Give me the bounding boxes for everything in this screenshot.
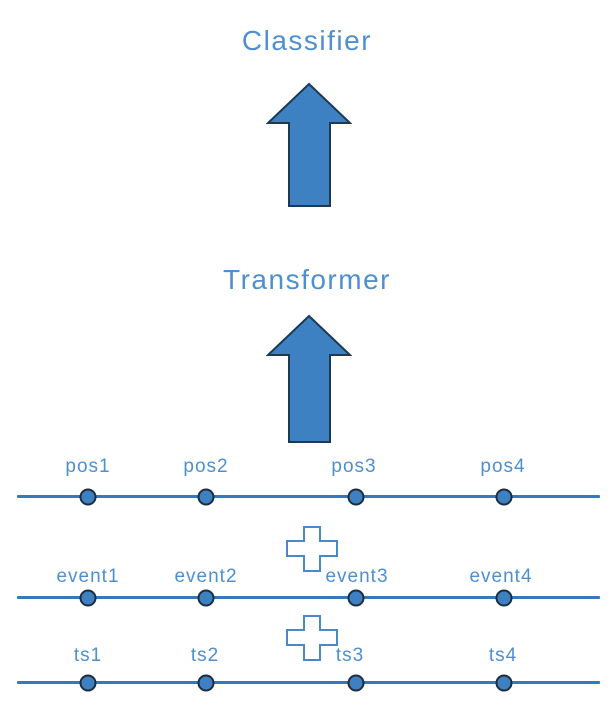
timeline-label-pos3: pos3 <box>331 456 377 477</box>
positions-dot-3 <box>347 488 365 506</box>
timeline-label-event2: event2 <box>174 566 238 587</box>
timeline-label-pos4: pos4 <box>480 456 526 477</box>
timeline-label-ts2: ts2 <box>190 645 220 666</box>
classifier-label: Classifier <box>241 25 373 56</box>
up-arrow-icon <box>266 314 352 443</box>
positions-dot-1 <box>79 488 97 506</box>
timeline-label-ts3: ts3 <box>335 645 365 666</box>
timestamps-dot-3 <box>347 674 365 692</box>
timeline-label-event1: event1 <box>56 566 120 587</box>
up-arrow-icon <box>266 82 352 207</box>
positions-timeline-line <box>17 495 600 498</box>
plus-icon <box>286 615 338 661</box>
positions-dot-4 <box>495 488 513 506</box>
timestamps-dot-1 <box>79 674 97 692</box>
timeline-label-pos2: pos2 <box>183 456 229 477</box>
timestamps-timeline-line <box>17 681 600 684</box>
timestamps-dot-4 <box>495 674 513 692</box>
timeline-label-ts4: ts4 <box>488 645 518 666</box>
events-dot-2 <box>197 589 215 607</box>
positions-dot-2 <box>197 488 215 506</box>
events-dot-3 <box>347 589 365 607</box>
transformer-label: Transformer <box>223 264 391 295</box>
timeline-label-event4: event4 <box>469 566 533 587</box>
timeline-label-pos1: pos1 <box>65 456 111 477</box>
timeline-label-event3: event3 <box>325 566 389 587</box>
events-dot-1 <box>79 589 97 607</box>
plus-icon <box>286 526 338 572</box>
events-dot-4 <box>495 589 513 607</box>
timeline-label-ts1: ts1 <box>73 645 103 666</box>
timestamps-dot-2 <box>197 674 215 692</box>
events-timeline-line <box>17 596 600 599</box>
